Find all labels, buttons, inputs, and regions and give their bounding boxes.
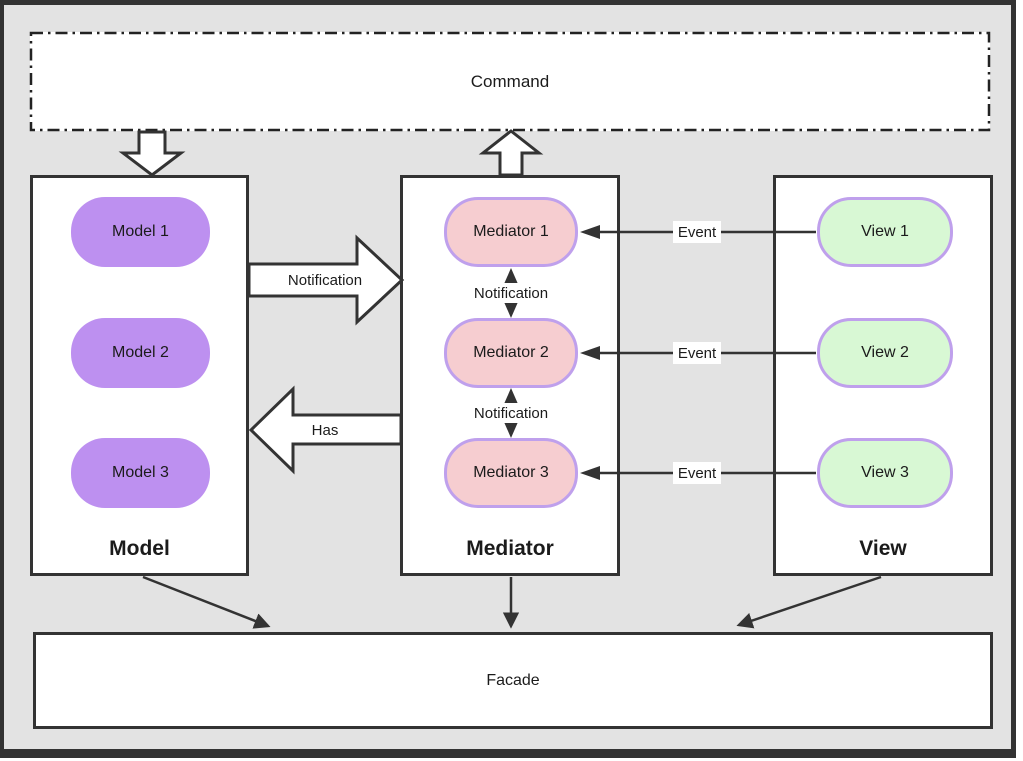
mediator-1-label: Mediator 1 xyxy=(473,223,549,240)
mediator-link-label-2: Notification xyxy=(451,403,571,423)
mediator-title: Mediator xyxy=(466,537,554,560)
mediator-link-label-1: Notification xyxy=(451,283,571,303)
view-1-label: View 1 xyxy=(861,223,909,240)
facade-label: Facade xyxy=(486,671,540,689)
mediator-3-label: Mediator 3 xyxy=(473,464,549,481)
view-box: View 1 View 2 View 3 View xyxy=(773,175,993,576)
model-box: Model 1 Model 2 Model 3 Model xyxy=(30,175,249,576)
view-3-label: View 3 xyxy=(861,464,909,481)
model-1-label: Model 1 xyxy=(112,223,169,240)
mediator-3-pill: Mediator 3 xyxy=(444,438,578,508)
model-1-pill: Model 1 xyxy=(71,197,210,267)
facade-box: Facade xyxy=(33,632,993,729)
view-2-pill: View 2 xyxy=(817,318,953,388)
event-label-1: Event xyxy=(673,221,721,243)
mediator-box: Mediator 1 Mediator 2 Mediator 3 Mediato… xyxy=(400,175,620,576)
command-box: Command xyxy=(30,32,990,131)
view-3-pill: View 3 xyxy=(817,438,953,508)
model-2-label: Model 2 xyxy=(112,344,169,361)
model-title: Model xyxy=(109,537,170,560)
view-1-pill: View 1 xyxy=(817,197,953,267)
has-arrow-label: Has xyxy=(311,421,339,439)
event-label-3: Event xyxy=(673,462,721,484)
model-3-label: Model 3 xyxy=(112,464,169,481)
mediator-2-label: Mediator 2 xyxy=(473,344,549,361)
model-3-pill: Model 3 xyxy=(71,438,210,508)
view-2-label: View 2 xyxy=(861,344,909,361)
command-label: Command xyxy=(470,71,550,91)
mediator-2-pill: Mediator 2 xyxy=(444,318,578,388)
event-label-2: Event xyxy=(673,342,721,364)
model-2-pill: Model 2 xyxy=(71,318,210,388)
mediator-1-pill: Mediator 1 xyxy=(444,197,578,267)
view-title: View xyxy=(859,537,907,560)
notification-arrow-label: Notification xyxy=(287,271,363,289)
